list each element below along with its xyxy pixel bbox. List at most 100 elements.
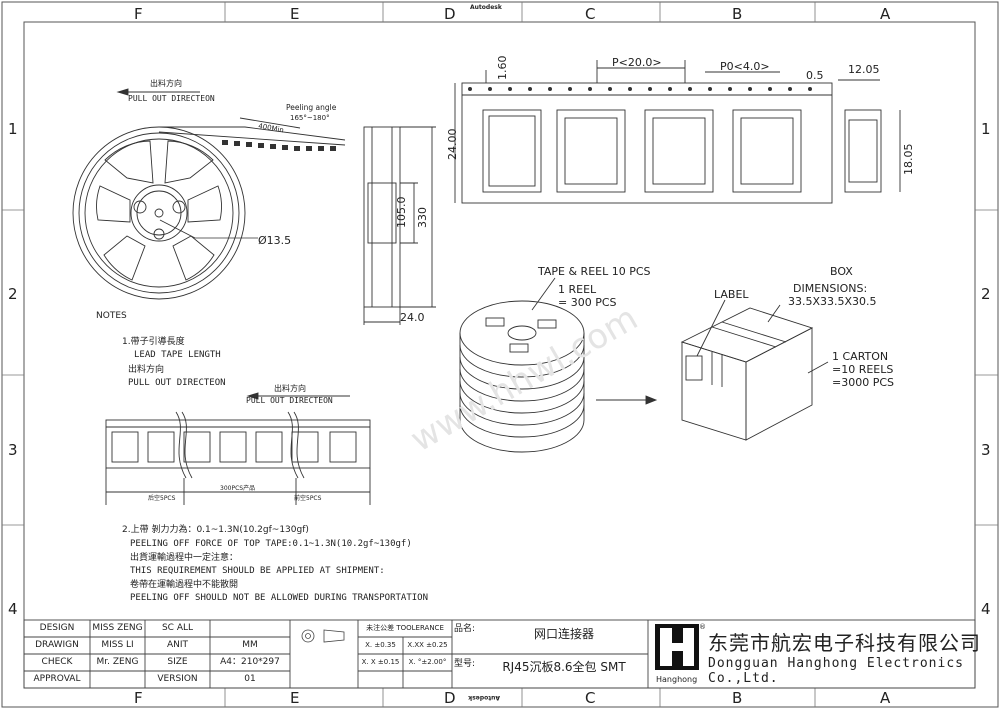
tape-dim-1805: 18.05 <box>902 144 915 176</box>
tolerance-xdot: X. X ±0.15 <box>361 658 400 666</box>
tape-sprockets-reel <box>222 140 336 151</box>
zone-col-e-bottom: E <box>290 689 299 707</box>
note2-en: PEELING OFF FORCE OF TOP TAPE:0.1~1.3N(1… <box>130 539 412 549</box>
reel-side-dim-24: 24.0 <box>400 311 425 324</box>
projection-symbol-icon <box>301 629 345 643</box>
carton-reels: =10 REELS <box>832 363 893 376</box>
zone-row-3-left: 3 <box>8 441 18 459</box>
zone-col-e-top: E <box>290 5 299 23</box>
zone-col-f-bottom: F <box>134 689 143 707</box>
autodesk-mark-bottom: Autodesk <box>467 694 500 701</box>
carton-pcs: =3000 PCS <box>832 376 894 389</box>
strip-empty-right: 前空5PCS <box>294 494 322 502</box>
zone-col-c-top: C <box>585 5 595 23</box>
zone-row-4-left: 4 <box>8 600 18 618</box>
notes-heading: NOTES <box>96 311 127 321</box>
reel-stack-illustration <box>459 277 585 453</box>
reel-qty-300: = 300 PCS <box>558 296 617 309</box>
reel-side-dim-330: 330 <box>416 207 429 228</box>
tape-dim-1205: 12.05 <box>848 63 880 76</box>
version-label: VERSION <box>157 674 198 684</box>
version-value: 01 <box>244 674 256 684</box>
box-dimensions-value: 33.5X33.5X30.5 <box>788 295 877 308</box>
strip-empty-left: 后空5PCS <box>148 494 176 502</box>
tape-sprocket-holes <box>468 87 812 91</box>
zone-row-3-right: 3 <box>981 441 991 459</box>
tape-dim-160: 1.60 <box>496 56 509 81</box>
stack-to-box-arrow <box>596 395 658 405</box>
company-name-en: Dongguan Hanghong Electronics Co.,Ltd. <box>708 656 964 686</box>
size-label: SIZE <box>167 657 188 667</box>
reel-cn-direction: 出料方向 <box>150 78 182 88</box>
tolerance-header: 未注公差 TOOLERANCE <box>366 624 444 632</box>
check-name: Mr. ZENG <box>96 657 139 667</box>
zone-col-f-top: F <box>134 5 143 23</box>
note2-en3: PEELING OFF SHOULD NOT BE ALLOWED DURING… <box>130 593 428 603</box>
carrier-tape-view <box>454 60 901 204</box>
product-name-label: 品名: <box>454 624 476 634</box>
tolerance-angle: X. °±2.00° <box>408 658 447 666</box>
box-dimensions-label: DIMENSIONS: <box>793 282 867 295</box>
note2-en2: THIS REQUIREMENT SHOULD BE APPLIED AT SH… <box>130 566 385 576</box>
autodesk-mark-top: Autodesk <box>470 4 503 11</box>
company-name-cn: 东莞市航宏电子科技有限公司 <box>708 631 981 655</box>
zone-col-d-bottom: D <box>444 689 456 707</box>
zone-labels: F E D C B A F E D C B A 1 2 3 4 1 2 3 4 <box>8 5 991 707</box>
note1-cn: 1.帶子引導長度 <box>122 335 185 347</box>
tolerance-x: X. ±0.35 <box>365 641 396 649</box>
tolerance-xx: X.XX ±0.25 <box>407 641 448 649</box>
product-name-value: 网口连接器 <box>533 627 594 641</box>
reel-pull-out: PULL OUT DIRECTEON <box>128 94 215 103</box>
tape-dim-05: 0.5 <box>806 69 824 82</box>
tape-pitch-p0: P0<4.0> <box>720 60 770 73</box>
zone-row-4-right: 4 <box>981 600 991 618</box>
tape-pitch-p: P<20.0> <box>612 56 662 69</box>
zone-col-c-bottom: C <box>585 689 595 707</box>
peeling-angle-label: Peeling angle <box>286 103 337 112</box>
zone-row-1-right: 1 <box>981 120 991 138</box>
model-value: RJ45沉板8.6全包 SMT <box>502 660 626 674</box>
design-sc: SC ALL <box>161 623 194 633</box>
strip-dir-en: PULL OUT DIRECTEON <box>246 396 333 405</box>
reel-side-dim-105: 105.0 <box>395 197 408 229</box>
strip-count-300: 300PCS产品 <box>220 484 255 492</box>
zone-row-1-left: 1 <box>8 120 18 138</box>
drawing-name: MISS LI <box>101 640 134 650</box>
strip-pull-arrow <box>246 392 350 400</box>
registered-mark: ® <box>699 623 706 631</box>
label-callout: LABEL <box>714 288 749 301</box>
note2-cn3: 卷帶在運輸過程中不能散開 <box>130 578 238 590</box>
approval-label: APPROVAL <box>33 674 81 684</box>
note1-dir-cn: 出料方向 <box>128 363 164 375</box>
min-400-label: 400Min <box>258 122 285 134</box>
logo-subtitle: Hanghong <box>656 675 697 684</box>
hub-diameter: Ø13.5 <box>258 234 291 247</box>
tape-reel-10pcs: TAPE & REEL 10 PCS <box>537 265 651 278</box>
reel-1: 1 REEL <box>558 283 597 296</box>
title-block-grid <box>23 619 976 689</box>
unit-value: MM <box>242 640 258 650</box>
hanghong-logo-icon: ® <box>655 623 706 670</box>
carton-box <box>680 299 829 441</box>
note2-cn2: 出貨運輸過程中一定注意： <box>130 551 238 563</box>
pull-arrow-top <box>116 88 200 96</box>
reel-front-view <box>72 117 346 300</box>
reel-side-view <box>363 126 436 325</box>
carton-label: 1 CARTON <box>832 350 888 363</box>
drawing-label: DRAWIGN <box>35 640 79 650</box>
zone-col-a-bottom: A <box>880 689 891 707</box>
note2-cn: 2.上帶 剝力力為：0.1~1.3N(10.2gf~130gf) <box>122 523 309 535</box>
zone-col-a-top: A <box>880 5 891 23</box>
watermark: www.hhwl.com <box>404 298 645 460</box>
design-name: MISS ZENG <box>92 623 143 633</box>
zone-row-2-right: 2 <box>981 285 991 303</box>
tape-strip <box>105 411 371 505</box>
design-label: DESIGN <box>39 623 75 633</box>
peeling-angle-range: 165°~180° <box>290 114 330 122</box>
size-value: A4：210*297 <box>220 657 280 667</box>
note1-en: LEAD TAPE LENGTH <box>134 350 221 360</box>
check-label: CHECK <box>41 657 73 667</box>
box-callout: BOX <box>830 265 853 278</box>
